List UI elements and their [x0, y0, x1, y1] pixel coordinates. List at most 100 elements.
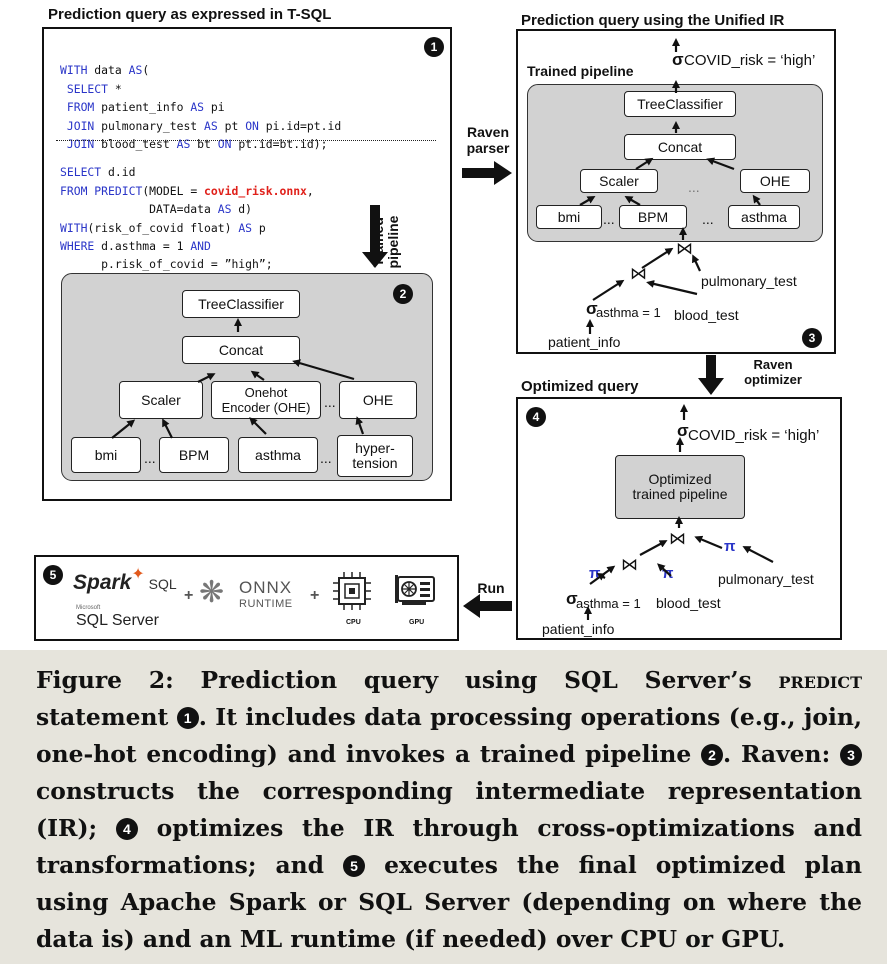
sigma-symbol: σ — [566, 589, 578, 608]
kw: AND — [190, 239, 211, 254]
ellipsis: ... — [324, 394, 336, 410]
microsoft-label: Microsoft — [76, 605, 101, 611]
asthma-selection: asthma = 1 — [596, 305, 661, 320]
tsql-code-bottom: SELECT d.id FROM PREDICT(MODEL = covid_r… — [60, 145, 314, 274]
kw: PREDICT — [94, 183, 143, 198]
plus-sign: + — [310, 587, 320, 604]
parser-line2: parser — [466, 140, 510, 156]
spark-logo-text: Spark✦ SQL — [73, 566, 177, 595]
ellipsis: ... — [603, 211, 615, 227]
caption-text: constructs the corresponding intermediat… — [36, 777, 862, 842]
bpm-node: BPM — [159, 437, 229, 473]
ir-ohe-node: OHE — [740, 169, 810, 193]
asthma-node: asthma — [238, 437, 318, 473]
blood-test-label: blood_test — [674, 307, 739, 323]
figure-canvas: Prediction query as expressed in T-SQL 1… — [0, 0, 887, 650]
panel1-title: Prediction query as expressed in T-SQL — [48, 6, 332, 23]
caption-text: executes the final optimized plan using … — [36, 851, 862, 953]
covid-selection: COVID_risk = ‘high’ — [684, 52, 816, 69]
kw: AS — [204, 118, 218, 133]
code-divider — [56, 140, 436, 141]
code-text: p — [252, 220, 266, 235]
code-text: , — [306, 183, 314, 198]
kw: WITH — [60, 220, 88, 235]
code-text: * — [108, 81, 122, 96]
code-text: pt — [217, 118, 246, 133]
runtime-label: RUNTIME — [239, 598, 293, 610]
side-label-line2: pipeline — [385, 215, 401, 269]
patient-info-label: patient_info — [542, 621, 615, 637]
optimizer-line1: Raven — [753, 357, 793, 372]
arrow-raven-optimizer — [698, 355, 724, 395]
join-symbol: ⋈ — [669, 529, 686, 548]
code-text: ( — [142, 63, 150, 78]
kw: SELECT — [66, 81, 109, 96]
onehot-line2: Encoder (OHE) — [221, 400, 311, 415]
kw: JOIN — [66, 118, 95, 133]
sigma-symbol: σ — [672, 50, 684, 69]
pulmonary-test-label: pulmonary_test — [718, 571, 814, 587]
caption-predict: predict — [778, 666, 862, 694]
cpu-icon — [333, 572, 371, 610]
code-text: (MODEL = — [142, 183, 205, 198]
onnx-logo-icon: ❋ — [199, 576, 225, 609]
caption-circled-5: 5 — [343, 855, 366, 877]
onnx-label: ONNX — [239, 578, 293, 597]
code-text: d) — [231, 202, 253, 217]
panel1-tsql: 1 WITH data AS( SELECT * FROM patient_in… — [42, 27, 452, 501]
code-text: d.asthma = 1 — [94, 239, 191, 254]
caption-text: optimizes the IR through cross-optimizat… — [36, 814, 862, 879]
kw: AS — [128, 63, 143, 78]
join-symbol: ⋈ — [676, 239, 693, 258]
join-symbol: ⋈ — [630, 264, 647, 283]
hypertension-node: hyper-tension — [337, 435, 413, 477]
projection-symbol: π — [724, 538, 736, 555]
caption-text: . It includes data processing operations… — [36, 703, 863, 768]
code-text: patient_info — [94, 100, 191, 115]
ellipsis: ... — [320, 450, 332, 466]
spark-sql: SQL — [148, 576, 177, 592]
badge-4: 4 — [526, 407, 546, 427]
panel3-unified-ir: σ COVID_risk = ‘high’ Trained pipeline T… — [516, 29, 836, 354]
ohe-node: OHE — [339, 381, 417, 419]
code-text: pi — [204, 100, 225, 115]
code-text: (risk_of_covid float) — [87, 220, 239, 235]
opt-line2: trained pipeline — [632, 486, 728, 502]
ir-pipeline-box: TreeClassifier Concat Scaler ... OHE bmi… — [527, 84, 823, 242]
caption-circled-3: 3 — [839, 744, 862, 766]
ellipsis: ... — [144, 450, 156, 466]
concat-node: Concat — [182, 336, 300, 364]
run-label: Run — [477, 580, 505, 596]
spark-star-icon: ✦ — [131, 566, 145, 583]
ellipsis: ... — [688, 179, 700, 195]
sql-server-label: SQL Server — [76, 612, 159, 629]
code-text: DATA=data — [149, 202, 218, 217]
ir-scaler-node: Scaler — [580, 169, 658, 193]
projection-symbol: π — [589, 565, 601, 582]
code-text: p.risk_of_covid = ”high”; — [101, 257, 273, 272]
asthma-selection: asthma = 1 — [576, 596, 641, 611]
join-symbol: ⋈ — [621, 555, 638, 574]
cpu-label: CPU — [346, 619, 361, 626]
code-text: pi.id=pt.id — [258, 118, 342, 133]
tsql-code-top: WITH data AS( SELECT * FROM patient_info… — [60, 43, 341, 153]
kw: WHERE — [60, 239, 95, 254]
blood-test-label: blood_test — [656, 595, 721, 611]
caption-text: . Raven: — [723, 740, 840, 768]
model-name: covid_risk.onnx — [204, 183, 307, 198]
hypertension-label: hyper-tension — [352, 441, 397, 471]
sigma-symbol: σ — [677, 421, 689, 440]
patient-info-label: patient_info — [548, 334, 621, 350]
badge-5: 5 — [43, 565, 63, 585]
code-text: data — [87, 63, 129, 78]
kw: AS — [217, 202, 232, 217]
arrow-run — [463, 594, 512, 618]
opt-line1: Optimized — [648, 471, 712, 487]
